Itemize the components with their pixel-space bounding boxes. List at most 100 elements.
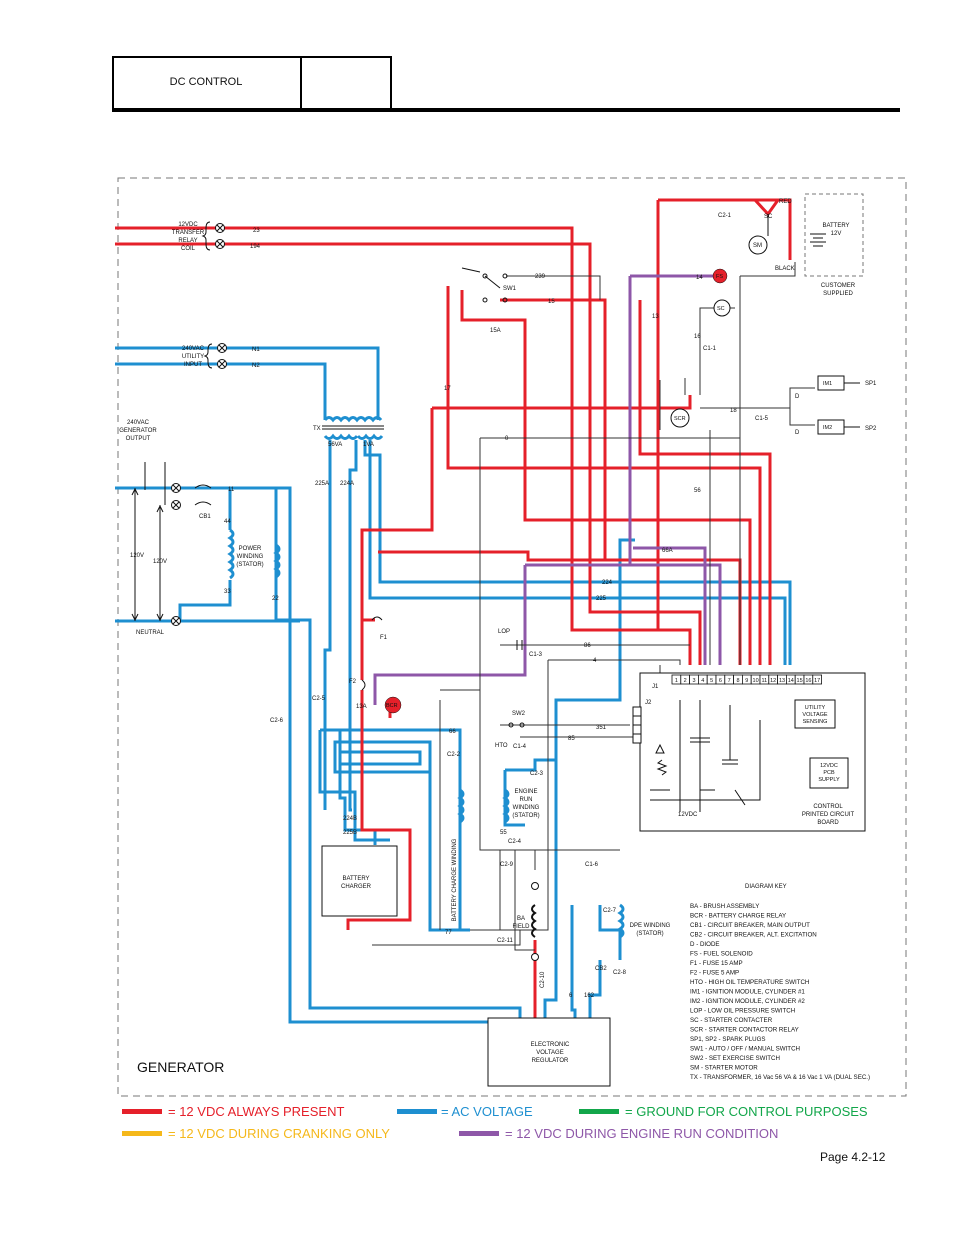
run-wires [373,274,722,705]
svg-text:HTO - HIGH OIL TEMPERATURE SWI: HTO - HIGH OIL TEMPERATURE SWITCH [690,979,809,986]
wire-224 [363,440,792,665]
wire-6 [570,905,577,1018]
svg-text:C1-1: C1-1 [703,346,717,352]
wire-n1 [115,346,380,420]
wire-225a [323,440,332,810]
j1-pin-row [671,674,822,685]
fuel-solenoid [712,268,728,284]
wire-box-a [320,728,462,780]
svg-text:FS - FUEL SOLENOID: FS - FUEL SOLENOID [690,951,753,958]
svg-text:BATTERY CHARGE WINDING: BATTERY CHARGE WINDING [452,838,458,921]
svg-text:F1: F1 [380,635,388,641]
svg-text:SW2: SW2 [512,711,526,717]
diagram-key: DIAGRAM KEY BA - BRUSH ASSEMBLY BCR - BA… [690,884,870,1081]
svg-text:225A: 225A [315,481,329,487]
svg-text:C2-7: C2-7 [603,908,617,914]
legend-label-purple: = 12 VDC DURING ENGINE RUN CONDITION [505,1126,779,1141]
svg-text:TX - TRANSFORMER, 16 Vac 56 VA: TX - TRANSFORMER, 16 Vac 56 VA & 16 Vac … [690,1074,870,1081]
switch-sw1 [461,267,508,303]
svg-text:F1 - FUSE 15 AMP: F1 - FUSE 15 AMP [690,960,743,967]
svg-text:SW1: SW1 [503,286,517,292]
svg-text:162: 162 [584,993,595,999]
svg-text:C2-5: C2-5 [312,696,326,702]
svg-text:FS: FS [716,274,723,280]
wire-225b [338,730,377,845]
evr-box [487,1017,611,1087]
svg-text:SUPPLIED: SUPPLIED [823,291,853,297]
header-title-box [112,56,302,110]
power-winding-coil [227,528,235,580]
legend-swatch-blue [397,1109,437,1114]
svg-text:55: 55 [500,830,507,836]
svg-text:240VAC: 240VAC [182,346,205,352]
svg-text:DPE WINDING: DPE WINDING [630,923,671,929]
wire-17 [446,286,762,665]
legend-swatch-red [122,1109,162,1114]
svg-text:ENGINE: ENGINE [514,789,537,795]
svg-text:225: 225 [596,596,607,602]
svg-text:224A: 224A [340,481,354,487]
svg-text:RELAY: RELAY [178,238,197,244]
pcb-internals [650,700,761,812]
svg-text:IM2 - IGNITION MODULE, CYLINDE: IM2 - IGNITION MODULE, CYLINDER #2 [690,998,805,1005]
svg-text:SCR - STARTER CONTACTOR RELAY: SCR - STARTER CONTACTOR RELAY [690,1027,799,1034]
generator-output-terminals [131,462,181,626]
svg-text:13A: 13A [356,704,367,710]
svg-text:D - DIODE: D - DIODE [690,941,720,948]
svg-text:F2: F2 [349,679,357,685]
svg-text:SUPPLY: SUPPLY [818,777,840,783]
svg-text:IM1 - IGNITION MODULE, CYLINDE: IM1 - IGNITION MODULE, CYLINDER #1 [690,989,805,996]
svg-text:LOP - LOW OIL PRESSURE SWITCH: LOP - LOW OIL PRESSURE SWITCH [690,1008,795,1015]
diagram-labels: 12VDC TRANSFER RELAY COIL 240VAC UTILITY… [119,199,877,1075]
svg-text:11: 11 [228,487,235,493]
svg-text:ELECTRONIC: ELECTRONIC [531,1042,570,1048]
header-rule [112,108,900,112]
svg-text:FIELD: FIELD [512,924,530,930]
dpe-winding-coil [617,903,625,939]
svg-text:UTILITY: UTILITY [182,354,204,360]
j1-pin-label: 10 [753,678,759,684]
svg-text:IM2: IM2 [823,425,832,431]
ba-field-coil [531,904,537,938]
svg-text:C1-6: C1-6 [585,862,599,868]
wire-224a [348,440,358,812]
svg-text:44: 44 [224,519,231,525]
wire-33 [178,580,232,621]
svg-text:23: 23 [253,228,260,234]
svg-text:86: 86 [584,643,591,649]
wire-14 [628,276,722,665]
svg-text:CB2 - CIRCUIT BREAKER, ALT. EX: CB2 - CIRCUIT BREAKER, ALT. EXCITATION [690,932,817,939]
wire-225 [368,440,787,665]
battery-charger-box [321,845,398,917]
j1-pin-label: 2 [684,678,687,684]
svg-text:BATTERY: BATTERY [342,876,369,882]
control-pcb-box [639,672,866,832]
svg-text:SP2: SP2 [865,426,877,432]
svg-text:66A: 66A [662,548,673,554]
svg-text:RUN: RUN [520,797,533,803]
svg-text:224B: 224B [343,816,357,822]
svg-text:C2-1: C2-1 [718,213,732,219]
svg-text:SENSING: SENSING [803,719,828,725]
svg-text:DIAGRAM KEY: DIAGRAM KEY [745,884,787,890]
wire-box-c [338,750,422,766]
wire-66a-p [633,546,707,665]
svg-text:PRINTED CIRCUIT: PRINTED CIRCUIT [802,812,855,818]
wire-77 [428,742,470,932]
svg-text:12V: 12V [831,231,842,237]
svg-text:IM1: IM1 [823,381,832,387]
j1-pin-17 [812,674,822,685]
wire-66a-b [554,538,635,760]
svg-text:D: D [795,394,800,400]
wire-dpe-a [598,905,622,960]
svg-text:56: 56 [694,488,701,494]
svg-text:OUTPUT: OUTPUT [126,436,151,442]
svg-text:SP1: SP1 [865,381,877,387]
wire-14c [373,565,527,705]
pcb-supply-box [809,757,849,789]
svg-text:SW1 - AUTO / OFF / MANUAL SWIT: SW1 - AUTO / OFF / MANUAL SWITCH [690,1046,800,1053]
page-number: Page 4.2-12 [820,1150,886,1164]
j1-pin-label: 3 [692,678,695,684]
dc-wires [115,198,792,1018]
